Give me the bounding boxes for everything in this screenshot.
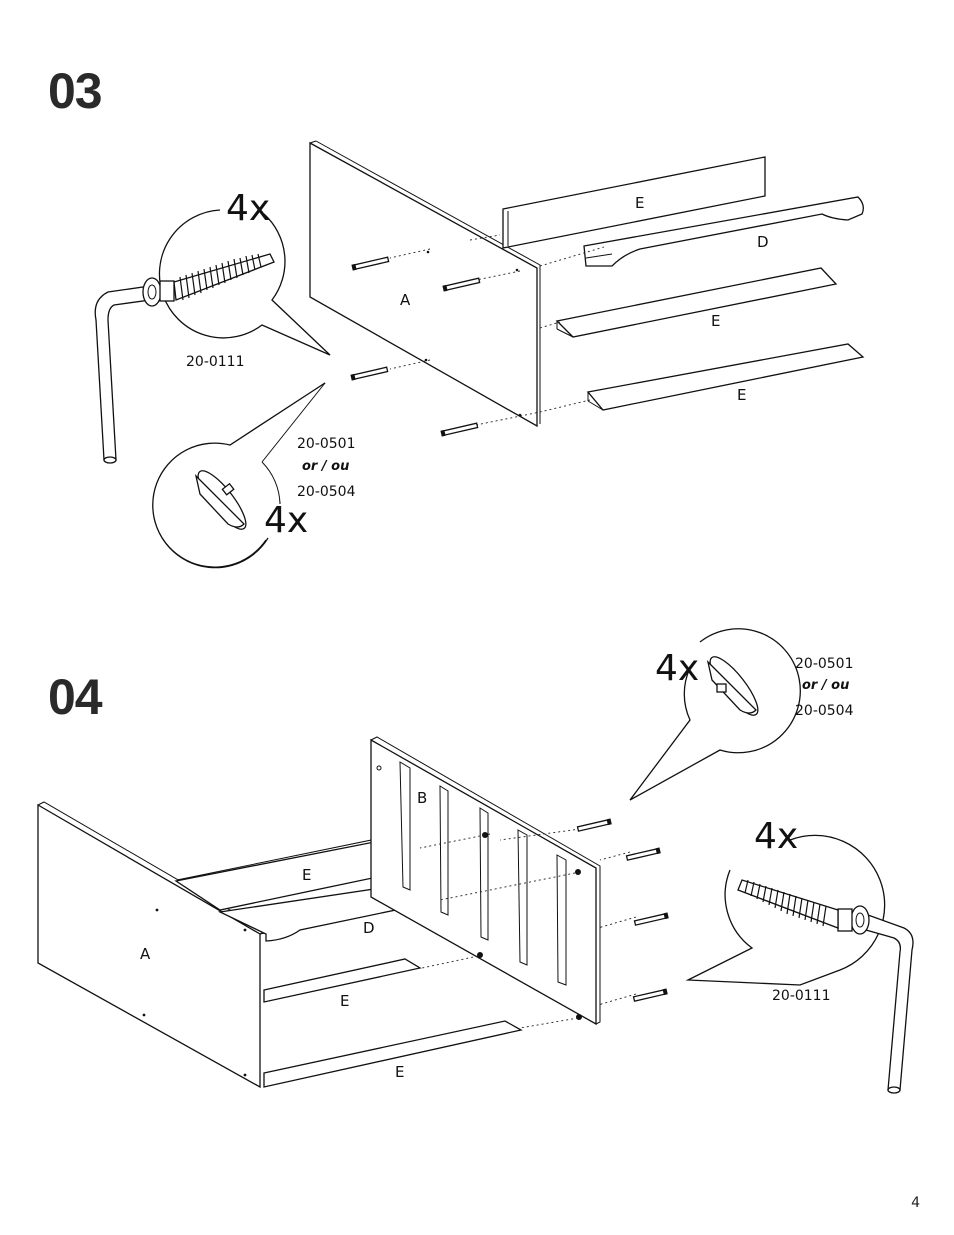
step04-screw-qty: 4x: [754, 816, 798, 857]
page-number: 4: [911, 1195, 920, 1211]
step04-cam-ref-1: 20-0501: [795, 656, 854, 672]
step04-panel-a: [37, 801, 267, 1089]
step-03-number: 03: [48, 63, 103, 119]
step04-cam-or: or / ou: [802, 678, 849, 693]
step03-label-e-bottom: E: [737, 386, 746, 404]
step03-cam-or: or / ou: [302, 459, 349, 474]
step04-label-d: D: [363, 919, 375, 937]
step03-panel-a: [309, 140, 541, 428]
step04-label-e-bottom: E: [395, 1063, 404, 1081]
step04-label-b: B: [417, 789, 427, 807]
step03-board-e-bottom: [586, 343, 865, 411]
step04-cam-callout: [629, 628, 801, 801]
step03-screws: [350, 256, 481, 437]
step04-screw-callout: [685, 834, 914, 1094]
step04-label-a: A: [140, 945, 151, 963]
step04-board-e-mid: [263, 958, 422, 1003]
step04-screw-ref: 20-0111: [772, 988, 831, 1004]
step03-cam-ref-2: 20-0504: [297, 484, 356, 500]
step-04-number: 04: [48, 669, 103, 725]
step03-label-e-top: E: [635, 194, 644, 212]
step-03-illustration: A E D E E: [94, 140, 865, 569]
step04-screws: [576, 818, 669, 1002]
step04-label-e-top: E: [302, 866, 311, 884]
step-04-illustration: A E D E E: [37, 628, 914, 1094]
step04-cam-qty: 4x: [655, 648, 699, 689]
step03-screw-callout: [94, 209, 331, 464]
step03-board-e-mid: [555, 267, 838, 338]
step03-cam-ref-1: 20-0501: [297, 436, 356, 452]
step03-board-d: [583, 196, 864, 267]
step04-cam-ref-2: 20-0504: [795, 703, 854, 719]
step04-board-e-bottom: [263, 1020, 523, 1088]
step04-panel-b: [370, 736, 601, 1026]
step03-board-e-top: [502, 156, 766, 249]
step03-label-e-mid: E: [711, 312, 720, 330]
step03-screw-ref: 20-0111: [186, 354, 245, 370]
step03-label-d: D: [757, 233, 769, 251]
step03-cam-qty: 4x: [264, 500, 308, 541]
step04-label-e-mid: E: [340, 992, 349, 1010]
step03-cam-callout: [152, 382, 326, 569]
step03-label-a: A: [400, 291, 411, 309]
step03-screw-qty: 4x: [226, 188, 270, 229]
